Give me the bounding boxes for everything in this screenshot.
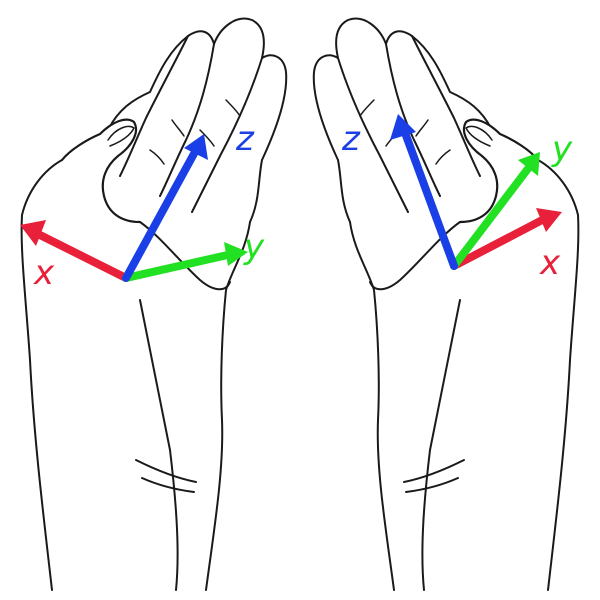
right-z-label: z [341, 119, 361, 159]
right-y-arrowhead [518, 152, 540, 176]
right-crease-1 [359, 99, 375, 117]
left-wrist-crease-2 [141, 477, 195, 493]
left-finger-line-3 [119, 35, 189, 177]
right-crease-4 [435, 149, 451, 165]
right-wrist-crease-1 [403, 459, 465, 483]
left-crease-1 [225, 99, 241, 117]
left-z-label: z [235, 119, 255, 159]
left-finger-line-1 [159, 43, 215, 197]
right-crease-3 [415, 119, 429, 137]
right-thumb-nail [465, 125, 493, 147]
right-x-label: x [539, 243, 561, 283]
left-crease-4 [149, 149, 165, 165]
left-z-arrowhead [184, 134, 208, 160]
right-forearm-edge [349, 221, 395, 591]
right-hand-outline [312, 17, 580, 591]
left-axes: x y z [20, 119, 265, 293]
left-crease-2 [199, 129, 215, 147]
right-wrist-crease-2 [405, 477, 459, 493]
left-x-axis [30, 228, 130, 282]
left-wrist-crease-1 [135, 459, 197, 483]
left-crease-3 [171, 119, 185, 137]
left-forearm-inner [139, 299, 179, 591]
right-z-arrowhead [390, 114, 416, 140]
left-z-axis [122, 146, 200, 282]
right-forearm-inner [421, 299, 461, 591]
right-y-label: y [551, 129, 573, 169]
left-y-arrowhead [224, 242, 248, 266]
left-forearm-edge [205, 221, 251, 591]
right-z-axis [400, 126, 458, 270]
right-thumb [458, 118, 540, 224]
left-x-arrowhead [20, 220, 46, 246]
left-y-label: y [243, 227, 265, 267]
right-finger-line-1 [385, 43, 441, 197]
left-thumb-nail [107, 125, 135, 147]
left-hand: x y z [20, 17, 288, 591]
right-finger-line-3 [411, 35, 481, 177]
left-palm-edge [139, 221, 231, 291]
left-hand-outline [20, 17, 288, 591]
left-x-label: x [33, 253, 55, 293]
left-finger-line-2 [191, 57, 263, 213]
right-axes: x y z [341, 114, 573, 283]
right-x-arrowhead [536, 208, 562, 232]
right-finger-line-2 [337, 57, 409, 213]
right-x-axis [450, 214, 550, 270]
left-y-axis [122, 250, 236, 282]
right-hand: x y z [312, 17, 580, 591]
left-thumb [60, 118, 142, 224]
right-y-axis [450, 162, 534, 270]
